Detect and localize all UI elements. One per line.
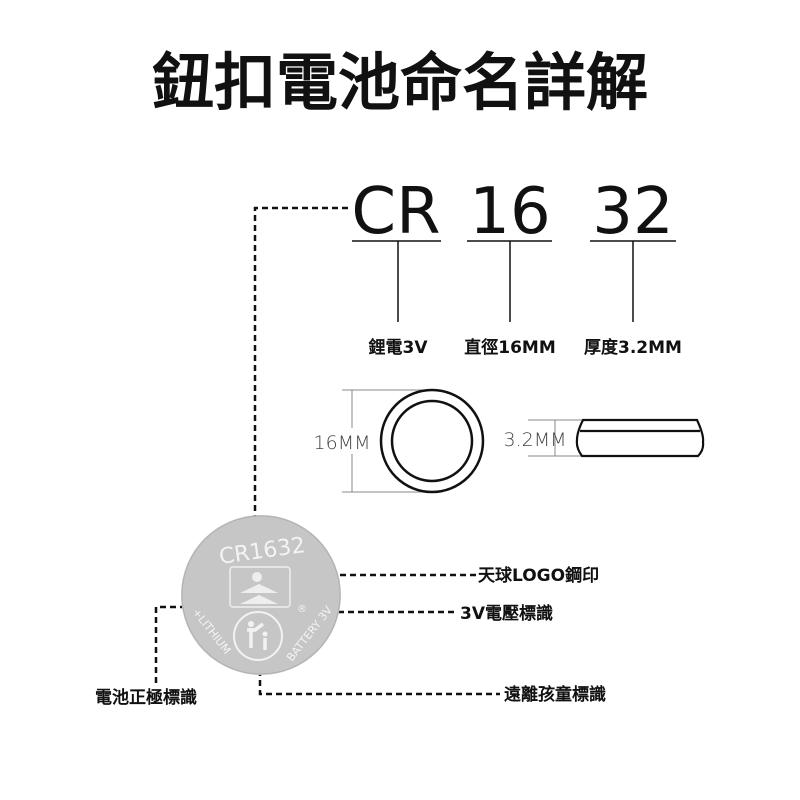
code-diameter: 16 bbox=[469, 175, 550, 249]
code-thickness: 32 bbox=[592, 175, 673, 249]
side-view-drawing bbox=[528, 418, 705, 458]
meaning-diameter: 直徑16MM bbox=[464, 337, 556, 358]
callout-positive: 電池正極標識 bbox=[95, 687, 197, 708]
code-prefix: CR bbox=[351, 175, 440, 249]
meaning-prefix: 鋰電3V bbox=[369, 337, 429, 358]
diameter-dimension: 16MM bbox=[314, 432, 371, 454]
callout-child: 遠離孩童標識 bbox=[504, 684, 606, 705]
coin-battery: CR1632 ® +LITHIUM BATTERY 3V bbox=[181, 515, 341, 675]
top-view-drawing bbox=[342, 388, 485, 494]
child-warning-icon bbox=[233, 611, 283, 661]
thickness-dimension: 3.2MM bbox=[503, 429, 566, 451]
code-underlines bbox=[352, 240, 676, 322]
callout-logo: 天球LOGO鋼印 bbox=[478, 565, 599, 586]
callout-line-positive bbox=[154, 605, 186, 684]
page-title: 鈕扣電池命名詳解 bbox=[152, 46, 648, 119]
registered-mark: ® bbox=[297, 604, 307, 615]
logo-icon bbox=[229, 566, 291, 608]
meaning-thickness: 厚度3.2MM bbox=[584, 337, 682, 358]
callout-voltage: 3V電壓標識 bbox=[460, 603, 553, 624]
callout-line-model bbox=[253, 206, 348, 518]
